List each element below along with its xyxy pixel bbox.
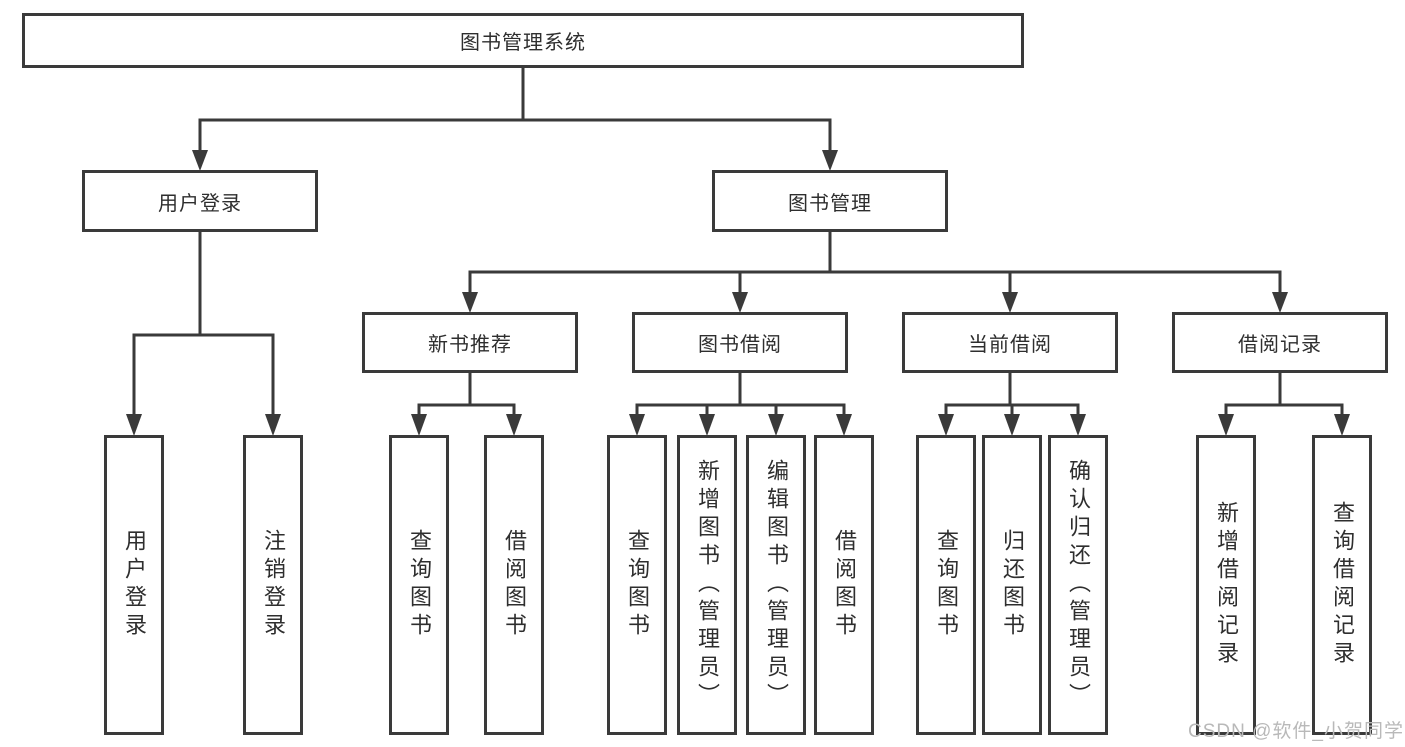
- node-borrow-records: 借阅记录: [1172, 312, 1388, 373]
- leaf-borrow-add-books-admin: 新增图书（管理员）: [677, 435, 737, 735]
- leaf-current-return-books: 归还图书: [982, 435, 1042, 735]
- leaf-current-confirm-return-admin: 确认归还（管理员）: [1048, 435, 1108, 735]
- node-current-borrow: 当前借阅: [902, 312, 1118, 373]
- leaf-current-query-books: 查询图书: [916, 435, 976, 735]
- watermark: CSDN @软件_小贺同学: [1188, 721, 1404, 742]
- leaf-recommend-borrow-books: 借阅图书: [484, 435, 544, 735]
- node-new-book-recommend: 新书推荐: [362, 312, 578, 373]
- node-root: 图书管理系统: [22, 13, 1024, 68]
- node-user-login: 用户登录: [82, 170, 318, 232]
- leaf-user-login: 用户登录: [104, 435, 164, 735]
- leaf-borrow-edit-books-admin: 编辑图书（管理员）: [746, 435, 806, 735]
- leaf-borrow-query-books: 查询图书: [607, 435, 667, 735]
- node-book-borrow: 图书借阅: [632, 312, 848, 373]
- leaf-borrow-borrow-books: 借阅图书: [814, 435, 874, 735]
- node-book-management: 图书管理: [712, 170, 948, 232]
- leaf-logout: 注销登录: [243, 435, 303, 735]
- leaf-records-add-record: 新增借阅记录: [1196, 435, 1256, 735]
- leaf-recommend-query-books: 查询图书: [389, 435, 449, 735]
- leaf-records-query-record: 查询借阅记录: [1312, 435, 1372, 735]
